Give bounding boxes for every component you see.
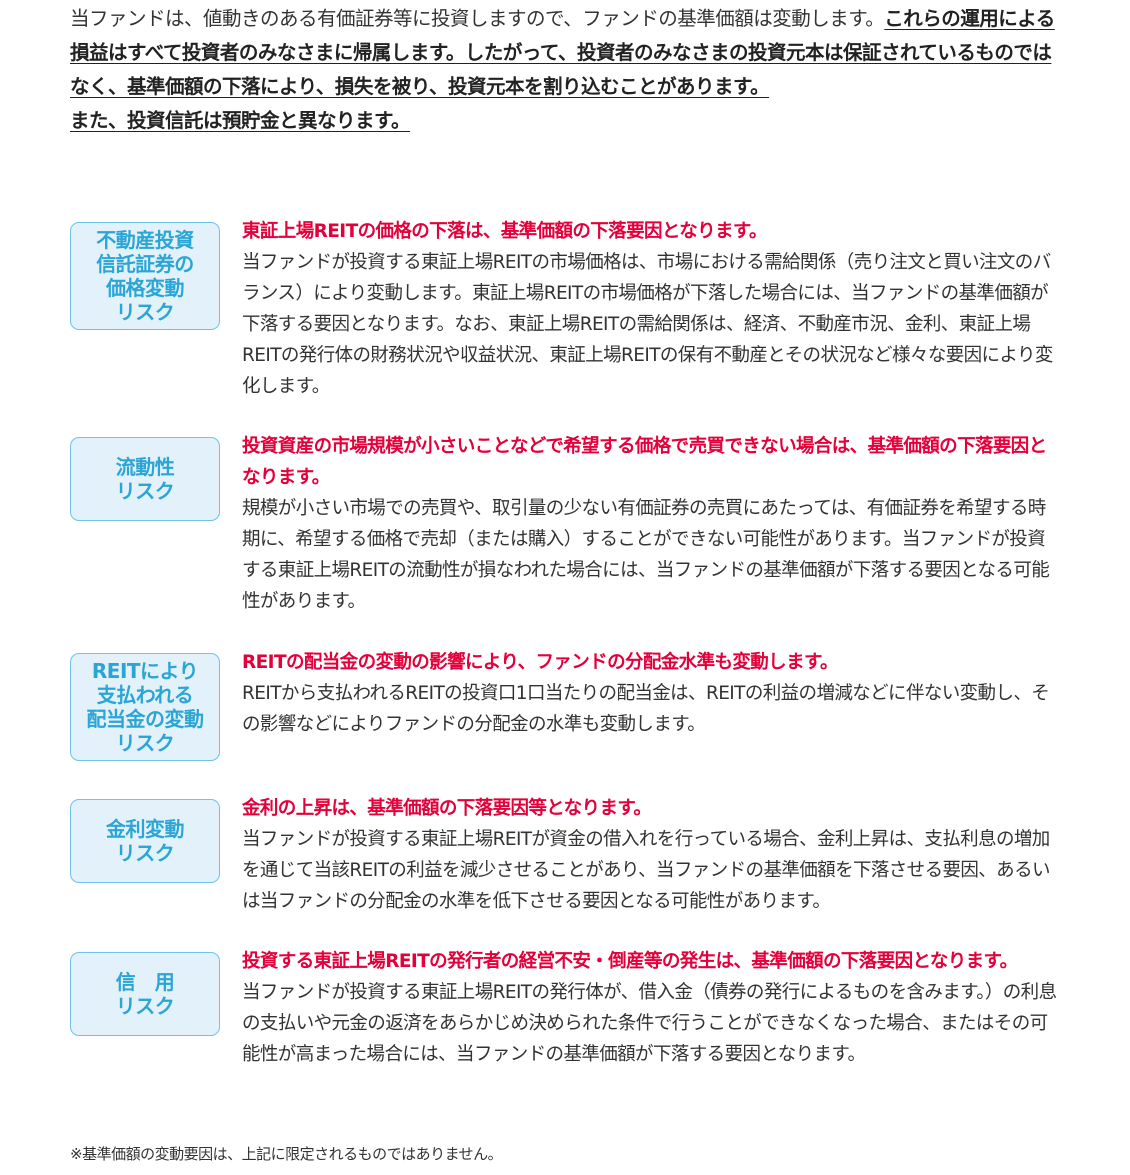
risk-body: 当ファンドが投資する東証上場REITの発行体が、借入金（債券の発行によるものを含… <box>242 982 1057 1065</box>
risk-body: 規模が小さい市場での売買や、取引量の少ない有価証券の売買にあたっては、有価証券を… <box>242 498 1050 612</box>
intro-warning: これらの運用による損益はすべて投資者のみなさまに帰属します。したがって、投資者の… <box>70 7 1055 98</box>
risk-label: 不動産投資 信託証券の 価格変動 リスク <box>70 222 220 330</box>
risk-label: 金利変動 リスク <box>70 799 220 883</box>
risk-headline: 投資資産の市場規模が小さいことなどで希望する価格で売買できない場合は、基準価額の… <box>242 436 1047 488</box>
intro-paragraph: 当ファンドは、値動きのある有価証券等に投資しますので、ファンドの基準価額は変動し… <box>70 2 1065 138</box>
risk-label: 流動性 リスク <box>70 437 220 521</box>
risk-label: 信 用 リスク <box>70 952 220 1036</box>
risk-body: 当ファンドが投資する東証上場REITの市場価格は、市場における需給関係（売り注文… <box>242 252 1053 397</box>
risk-headline: 東証上場REITの価格の下落は、基準価額の下落要因となります。 <box>242 221 767 242</box>
footnote: ※基準価額の変動要因は、上記に限定されるものではありません。 <box>70 1145 503 1163</box>
intro-deposit-note: また、投資信託は預貯金と異なります。 <box>70 109 411 132</box>
risk-label: REITにより 支払われる 配当金の変動 リスク <box>70 653 220 761</box>
risk-headline: 金利の上昇は、基準価額の下落要因等となります。 <box>242 798 652 819</box>
risk-headline: REITの配当金の変動の影響により、ファンドの分配金水準も変動します。 <box>242 652 839 673</box>
risk-headline: 投資する東証上場REITの発行者の経営不安・倒産等の発生は、基準価額の下落要因と… <box>242 951 1018 972</box>
risk-body: 当ファンドが投資する東証上場REITが資金の借入れを行っている場合、金利上昇は、… <box>242 829 1050 912</box>
intro-text: 当ファンドは、値動きのある有価証券等に投資しますので、ファンドの基準価額は変動し… <box>70 7 885 30</box>
risk-body: REITから支払われるREITの投資口1口当たりの配当金は、REITの利益の増減… <box>242 683 1050 735</box>
